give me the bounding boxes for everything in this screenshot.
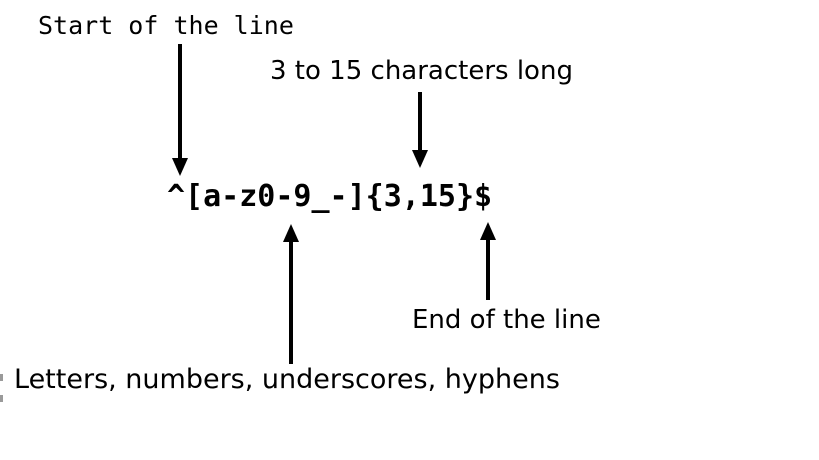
arrow-start-of-line xyxy=(172,44,188,176)
arrow-shaft xyxy=(178,44,182,158)
clipped-edge-mark xyxy=(0,374,3,381)
arrowhead-down-icon xyxy=(172,158,188,176)
arrow-shaft xyxy=(289,242,293,364)
arrow-shaft xyxy=(486,240,490,300)
arrowhead-up-icon xyxy=(283,224,299,242)
arrow-character-set xyxy=(283,224,299,364)
arrow-shaft xyxy=(418,92,422,150)
arrow-length-constraint xyxy=(412,92,428,168)
arrowhead-down-icon xyxy=(412,150,428,168)
clipped-edge-mark xyxy=(0,395,3,402)
label-length-constraint: 3 to 15 characters long xyxy=(270,56,573,86)
arrow-end-of-line xyxy=(480,222,496,300)
arrowhead-up-icon xyxy=(480,222,496,240)
label-end-of-line: End of the line xyxy=(412,305,601,335)
label-start-of-line: Start of the line xyxy=(38,11,294,40)
regex-pattern: ^[a-z0-9_-]{3,15}$ xyxy=(167,179,493,214)
label-character-set: Letters, numbers, underscores, hyphens xyxy=(14,364,560,395)
